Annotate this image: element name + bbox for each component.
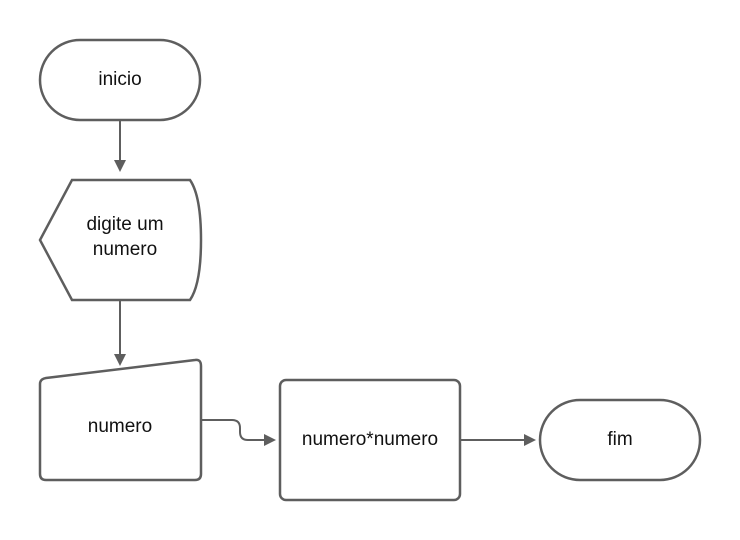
node-prompt-line-1: digite um [86,214,163,235]
node-fim: fim [538,398,702,482]
node-inicio: inicio [38,38,202,122]
node-process-label: numero*numero [302,429,438,450]
connectors [114,120,536,446]
node-prompt: digite um numero [38,178,203,302]
manual-input-shape [38,358,203,482]
display-shape [38,178,203,302]
node-fim-label: fim [607,429,632,450]
node-inicio-label: inicio [98,69,141,90]
terminator-shape [38,38,202,122]
node-input-label: numero [88,416,152,437]
node-prompt-line-2: numero [93,239,157,260]
node-input: numero [38,358,203,482]
terminator-shape [538,398,702,482]
edge-input-to-process [201,419,276,446]
node-process: numero*numero [278,378,462,502]
process-shape [278,378,462,502]
